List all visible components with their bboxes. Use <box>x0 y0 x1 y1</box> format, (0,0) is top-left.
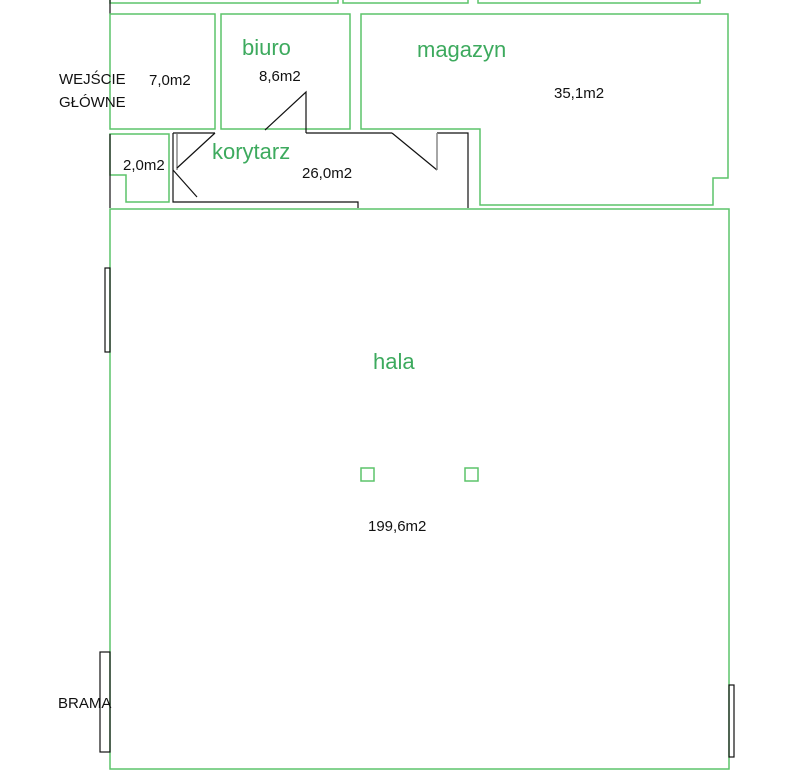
hall-name: hala <box>373 349 415 374</box>
window-left <box>104 267 111 353</box>
entrance-label-line2: GŁÓWNE <box>59 94 126 111</box>
door-office <box>264 90 307 133</box>
window-right <box>728 684 735 758</box>
gate-label: BRAMA <box>58 695 111 712</box>
corridor-name: korytarz <box>212 139 290 164</box>
corridor-area: 26,0m2 <box>302 165 352 182</box>
entrance-area: 7,0m2 <box>149 72 191 89</box>
entrance-label-line1: WEJŚCIE <box>59 70 126 88</box>
storage-area: 35,1m2 <box>554 85 604 102</box>
hall-area: 199,6m2 <box>368 518 426 535</box>
pillar <box>464 467 479 482</box>
room-entrance <box>109 13 216 130</box>
door-entrance <box>176 132 216 170</box>
door-small-room <box>172 169 198 198</box>
pillar <box>360 467 375 482</box>
room-office <box>220 13 351 130</box>
small-room-area: 2,0m2 <box>123 157 165 174</box>
storage-name: magazyn <box>417 37 506 62</box>
door-storage <box>391 132 438 171</box>
room-storage <box>360 13 729 206</box>
room-hall <box>109 208 730 770</box>
office-area: 8,6m2 <box>259 68 301 85</box>
office-name: biuro <box>242 35 291 60</box>
top-walls <box>109 0 701 14</box>
corridor-walls <box>109 132 469 208</box>
gate-door <box>99 651 111 753</box>
